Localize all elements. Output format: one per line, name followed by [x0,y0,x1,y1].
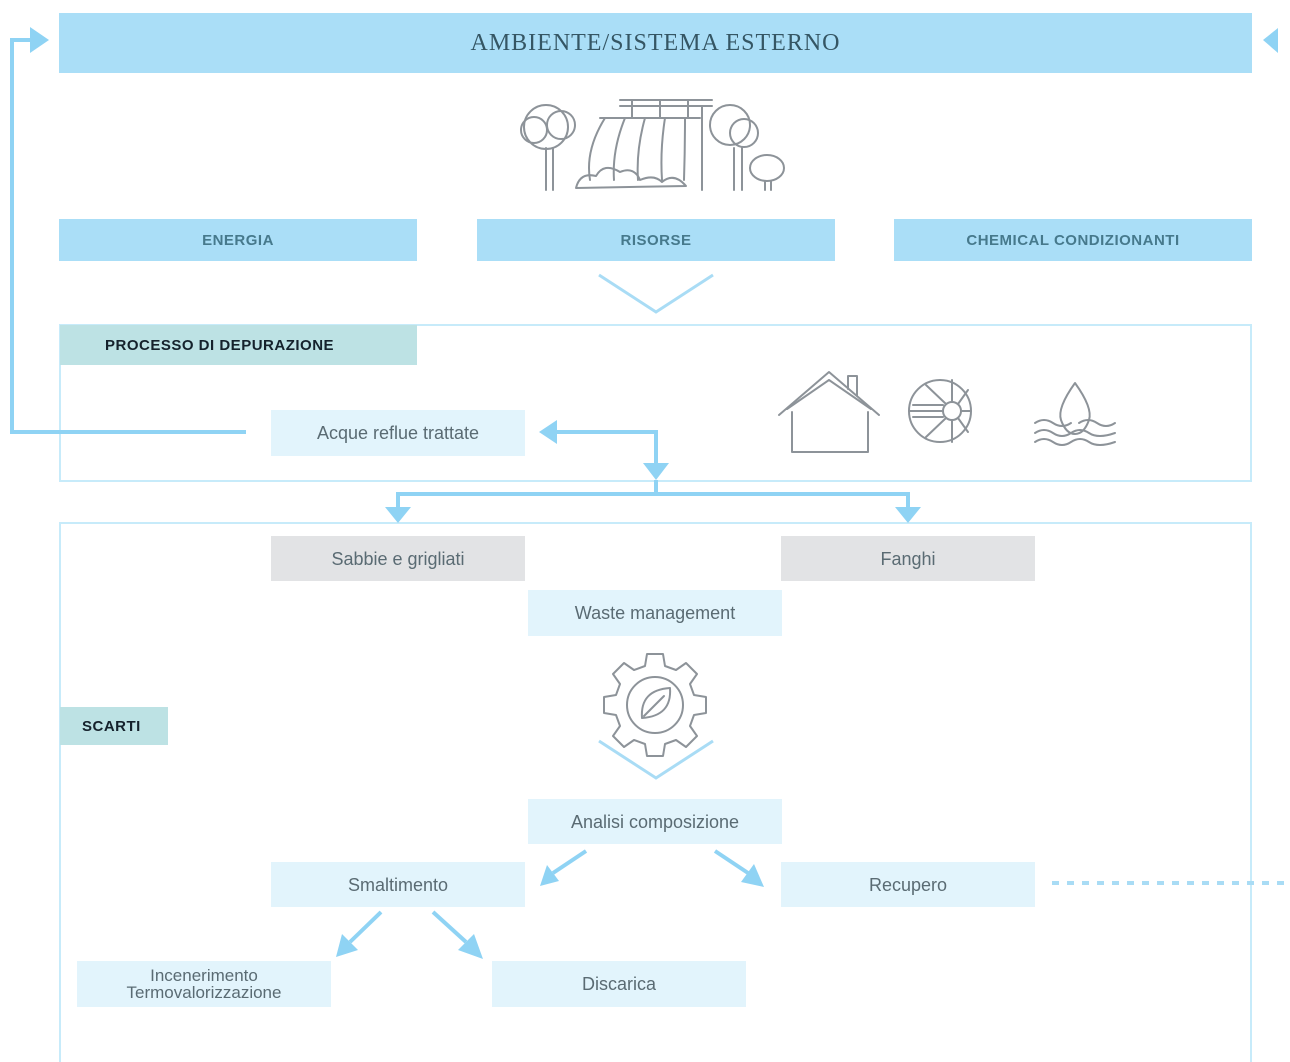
arrowhead-incenerimento [336,934,358,957]
house-icon [778,371,880,453]
arrowhead-acque [539,420,557,444]
arrow-to-incenerimento [348,910,383,944]
arrowhead-split-down [643,463,669,480]
dam-landscape-icon [520,99,785,191]
node-fanghi: Fanghi [781,536,1035,581]
arrow-to-discarica [431,910,468,944]
split-line [396,492,910,508]
arrowhead-external-left [30,27,49,53]
input-risorse: RISORSE [477,219,835,261]
return-loop-line [10,38,246,434]
arrow-to-recupero [713,849,750,875]
input-chemical: CHEMICAL CONDIZIONANTI [894,219,1252,261]
chevron-down-icon [598,273,714,314]
node-waste-management: Waste management [528,590,782,636]
wheel-icon [908,379,972,443]
node-sabbie: Sabbie e grigliati [271,536,525,581]
arrowhead-external-right [1263,28,1278,53]
acque-connector [555,430,658,464]
node-analisi: Analisi composizione [528,799,782,844]
chevron-down-icon-2 [598,739,714,780]
gear-leaf-icon [603,653,707,757]
node-acque-reflue: Acque reflue trattate [271,410,525,456]
water-drop-icon [1034,382,1116,446]
arrowhead-recupero [741,864,764,887]
waste-tag: SCARTI [60,707,168,745]
arrowhead-sabbie [385,507,411,523]
arrowhead-fanghi [895,507,921,523]
node-discarica: Discarica [492,961,746,1007]
process-tag: PROCESSO DI DEPURAZIONE [60,325,417,365]
arrowhead-discarica [458,934,483,959]
arrow-to-smaltimento [551,849,588,875]
node-recupero: Recupero [781,862,1035,907]
incenerimento-line1: Incenerimento [150,966,258,985]
node-smaltimento: Smaltimento [271,862,525,907]
waste-frame [59,522,1252,1062]
incenerimento-line2: Termovalorizzazione [126,983,282,1002]
arrowhead-smaltimento [540,865,559,886]
header-title: AMBIENTE/SISTEMA ESTERNO [59,13,1252,73]
input-energia: ENERGIA [59,219,417,261]
node-incenerimento: Incenerimento Termovalorizzazione [77,961,331,1007]
